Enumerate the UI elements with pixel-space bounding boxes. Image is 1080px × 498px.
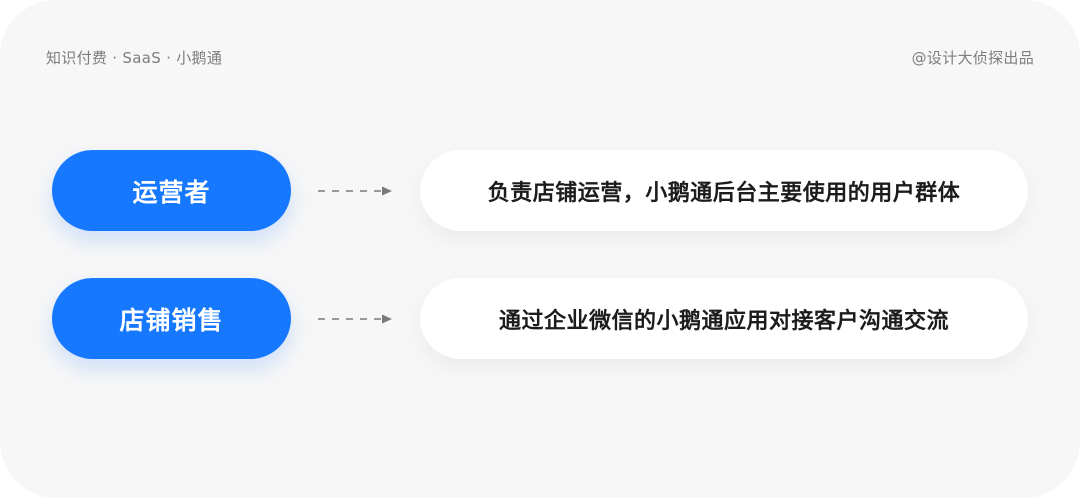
header-credit: @设计大侦探出品 (911, 49, 1034, 67)
description-pill: 通过企业微信的小鹅通应用对接客户沟通交流 (420, 278, 1028, 359)
description-pill: 负责店铺运营，小鹅通后台主要使用的用户群体 (420, 150, 1028, 231)
dashed-arrow-icon (318, 314, 392, 324)
role-pill-store-sales: 店铺销售 (52, 278, 291, 359)
role-label: 店铺销售 (119, 305, 224, 335)
role-label: 运营者 (132, 177, 211, 207)
description-label: 通过企业微信的小鹅通应用对接客户沟通交流 (498, 308, 949, 334)
dashed-arrow-icon (318, 186, 392, 196)
role-row: 运营者 负责店铺运营，小鹅通后台主要使用的用户群体 (0, 150, 1080, 232)
role-pill-operator: 运营者 (52, 150, 291, 231)
role-row: 店铺销售 通过企业微信的小鹅通应用对接客户沟通交流 (0, 278, 1080, 360)
header-tags: 知识付费 · SaaS · 小鹅通 (46, 49, 223, 67)
description-label: 负责店铺运营，小鹅通后台主要使用的用户群体 (487, 180, 961, 206)
